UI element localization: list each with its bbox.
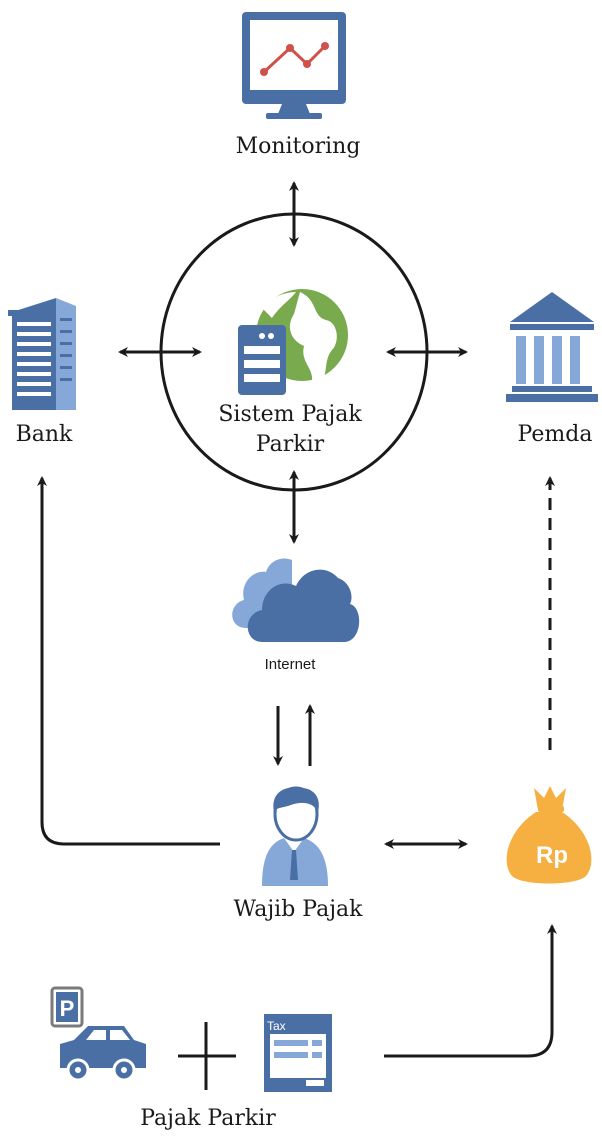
internet-label: Internet <box>265 656 317 673</box>
server-globe-icon <box>238 289 348 395</box>
parking-sign-letter: P <box>60 996 75 1021</box>
system-label-line1: Sistem Pajak <box>218 402 362 427</box>
businessman-icon <box>262 786 328 886</box>
tax-form-title: Tax <box>267 1019 286 1033</box>
arrow-taxpayer-to-bank <box>37 476 220 846</box>
arrow-parkingtax-to-money <box>384 924 557 1058</box>
cloud-icon <box>232 558 360 642</box>
taxpayer-label: Wajib Pajak <box>234 897 364 922</box>
money-label: Rp <box>536 842 568 869</box>
monitor-chart-icon <box>242 12 346 119</box>
monitoring-label: Monitoring <box>236 134 361 159</box>
parking-car-icon <box>50 986 146 1082</box>
system-label-line2: Parkir <box>256 432 325 457</box>
office-building-icon <box>8 298 76 410</box>
tax-form-icon <box>264 1014 332 1092</box>
money-bag-icon <box>506 786 592 884</box>
pemda-label: Pemda <box>518 422 593 447</box>
plus-sign <box>178 1022 236 1090</box>
parking-tax-label: Pajak Parkir <box>140 1106 276 1131</box>
government-building-icon <box>506 292 598 402</box>
bank-label: Bank <box>16 422 73 447</box>
